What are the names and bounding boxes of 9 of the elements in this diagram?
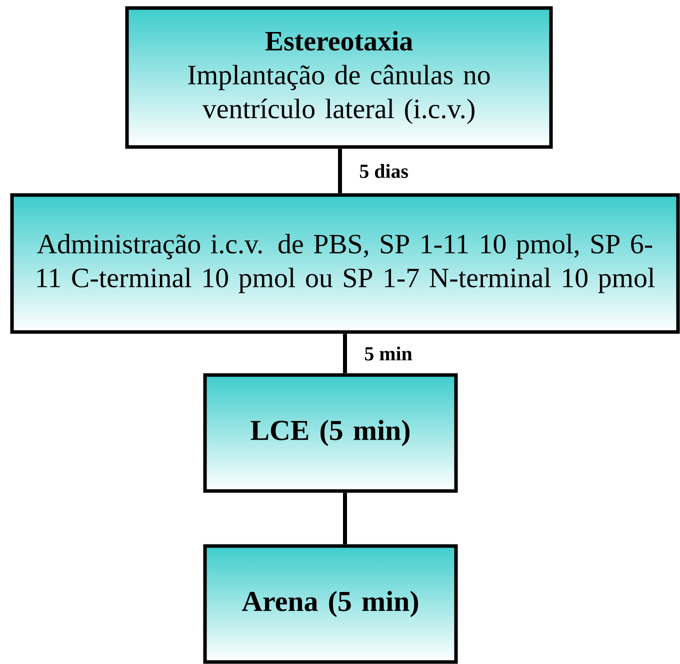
connector-line xyxy=(343,492,347,544)
process-box: LCE (5 min) xyxy=(203,373,458,493)
process-box: Administração i.c.v. de PBS, SP 1-11 10 pmol, SP 6-11 C-terminal 10 pmol ou SP 1-7 N-terminal 10 pmol xyxy=(10,193,680,334)
process-box: Estereotaxia Implantação de cânulas no ventrículo lateral (i.c.v.) xyxy=(125,6,553,149)
connector-line xyxy=(338,148,342,194)
process-box: Arena (5 min) xyxy=(203,544,458,664)
edge-label: 5 dias xyxy=(358,162,410,179)
edge-label: 5 min xyxy=(363,345,414,362)
connector-line xyxy=(343,334,347,374)
